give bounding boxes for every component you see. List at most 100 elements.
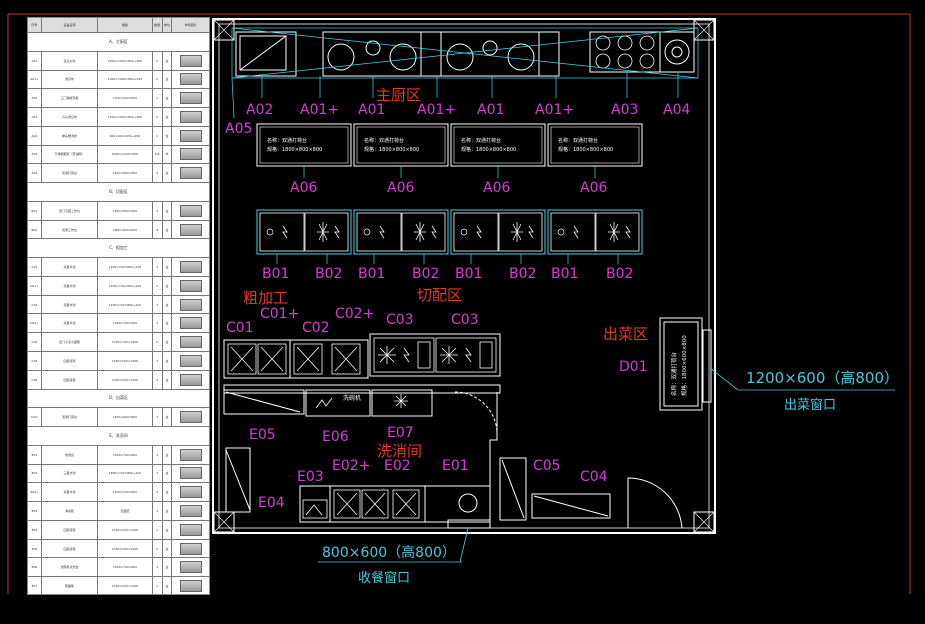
b02-lightning-icon — [431, 225, 437, 239]
equipment-thumbnail — [179, 110, 202, 123]
c-sink-basin-cross — [260, 346, 284, 372]
cell-name: 双通工作台 — [42, 220, 99, 239]
e03-sterilizer-symbol — [305, 504, 323, 516]
cell-id: C01+ — [28, 276, 42, 295]
c-sink-basin-cross — [230, 346, 254, 372]
cell-spec: 1000×1000×800+450 — [98, 70, 153, 89]
e02-sink-basin-cross — [395, 492, 417, 516]
a06-bench-size: 规格：1800×800×800 — [461, 146, 516, 153]
cell-unit: 台 — [163, 577, 173, 594]
c02-sink — [289, 339, 369, 379]
cell-unit: 台 — [163, 352, 173, 370]
cell-qty: 1 — [153, 126, 163, 145]
e01-drain — [458, 493, 478, 513]
cell-name: 双星水池 — [42, 276, 99, 295]
equipment-thumbnail — [179, 336, 202, 349]
cell-spec: 1500×700×800 — [98, 558, 153, 577]
a03-burner — [639, 53, 655, 69]
cell-name: 双星水池 — [42, 258, 99, 276]
cell-unit: 台 — [163, 258, 173, 276]
label-b01-4: B01 — [551, 266, 578, 282]
e05-shelf-line — [225, 391, 301, 413]
label-c04: C04 — [580, 469, 608, 485]
cell-qty: 1 — [153, 276, 163, 295]
cell-unit: 台 — [163, 70, 173, 89]
cell-spec: 1200×700×800+150 — [98, 295, 153, 314]
cell-id: E03 — [28, 502, 42, 520]
header-image: 参考图片 — [184, 23, 197, 27]
header-no: 序号 — [28, 18, 42, 32]
zone-washing: 洗消间 — [377, 442, 422, 460]
a01-wok-1b — [389, 43, 417, 71]
equipment-thumbnail — [179, 505, 202, 518]
collect-window-size: 800×600（高800） — [322, 544, 456, 561]
c-sink-basin — [227, 343, 257, 375]
cell-name: 四层货架 — [42, 520, 99, 539]
cell-name: 碗碟架 — [42, 577, 99, 594]
cell-image — [172, 371, 209, 389]
cell-spec: 1500×500×1500 — [98, 539, 153, 558]
b02-work-bench — [304, 212, 349, 252]
cell-spec: 1500×700×800 — [98, 445, 153, 464]
cell-unit: 台 — [163, 558, 173, 577]
cell-spec: 1200×700×800+150 — [98, 276, 153, 295]
label-e01: E01 — [442, 458, 469, 474]
cell-qty: 1 — [153, 408, 163, 427]
cell-qty: 4 — [153, 164, 163, 183]
cell-unit: 台 — [163, 520, 173, 539]
label-b02-4: B02 — [606, 266, 633, 282]
cell-spec: 见图纸 — [98, 502, 153, 520]
e03-sterilizer — [299, 485, 331, 523]
label-b02-3: B02 — [509, 266, 536, 282]
b-bench-outline — [450, 209, 546, 255]
cell-id: E02 — [28, 464, 42, 483]
c-shelf — [223, 384, 501, 394]
a01-wok-2a — [446, 43, 474, 71]
label-a06-4: A06 — [580, 180, 607, 196]
cell-name: 四层货架 — [42, 539, 99, 558]
cell-image — [172, 577, 209, 594]
zone-serving: 出菜区 — [603, 325, 648, 343]
cell-name: 三星水池 — [42, 464, 99, 483]
b-bench-outline — [256, 209, 352, 255]
serve-window-size: 1200×600（高800） — [746, 369, 899, 387]
cell-qty: 1 — [153, 370, 163, 389]
cell-qty: 4 — [153, 201, 163, 220]
e04-shelf — [225, 447, 251, 513]
cell-unit: 米 — [163, 145, 173, 164]
cell-name: 四层货架 — [42, 370, 99, 389]
cell-qty: 1 — [153, 89, 163, 108]
label-a01p-3: A01+ — [535, 102, 574, 118]
cell-unit: 台 — [163, 126, 173, 145]
equipment-thumbnail — [179, 467, 202, 480]
cell-qty: 1 — [153, 502, 163, 520]
cell-qty: 1 — [153, 314, 163, 333]
section-label: B、切配区 — [109, 189, 128, 194]
a06-bench-size: 规格：1800×800×800 — [364, 146, 419, 153]
equipment-thumbnail — [179, 448, 202, 461]
b01-knob — [557, 228, 565, 236]
e06-text: 洗碗机 — [343, 394, 361, 402]
c01-sink — [223, 339, 291, 379]
wash-door-arc — [454, 391, 498, 435]
serve-window-name: 出菜窗口 — [784, 397, 836, 413]
a05-hood-diag-2 — [231, 27, 699, 79]
cell-name: 四层货架 — [42, 352, 99, 370]
c04-shelf — [531, 493, 611, 519]
collect-window-opening — [447, 519, 491, 529]
cell-unit: 台 — [163, 502, 173, 520]
cell-qty: 1 — [153, 352, 163, 370]
cell-name: 双星水池 — [42, 314, 99, 333]
equipment-thumbnail — [179, 148, 202, 161]
d01-serving-bench — [659, 317, 703, 411]
a06-bench — [256, 123, 352, 167]
